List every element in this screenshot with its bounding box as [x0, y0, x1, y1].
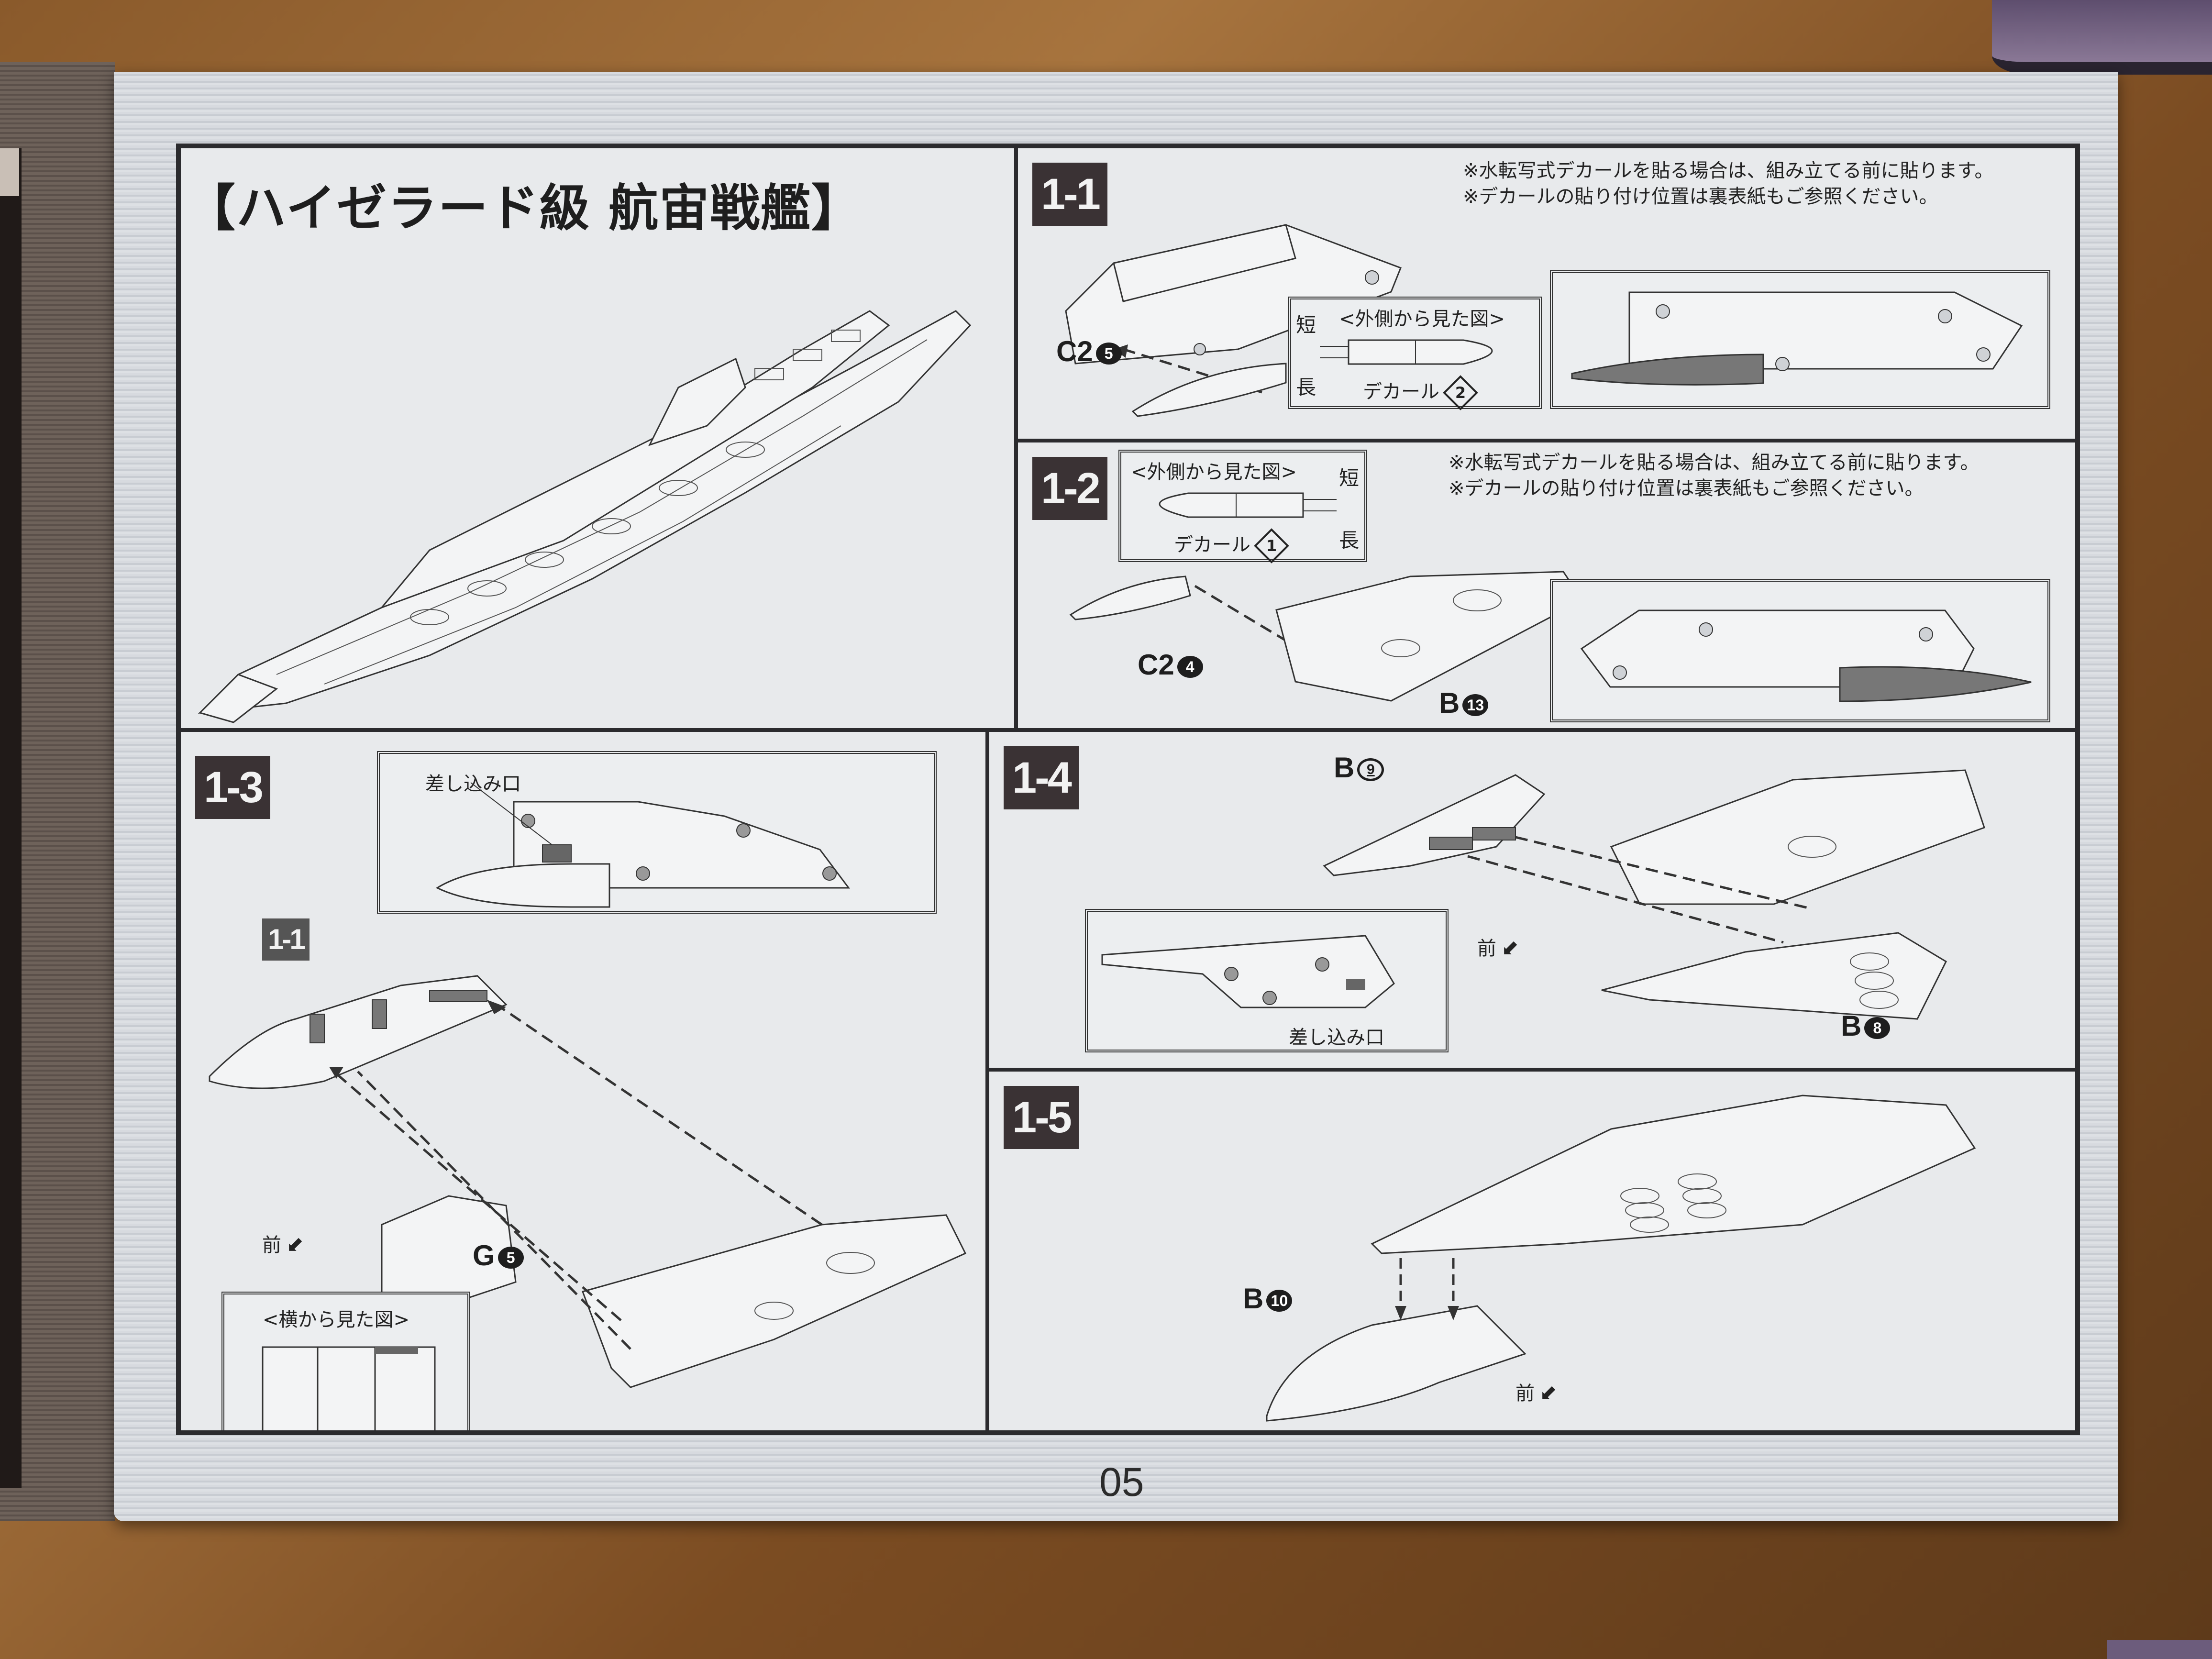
step-badge: 1-2	[1032, 457, 1107, 520]
decal-note-2: ※デカールの貼り付け位置は裏表紙もご参照ください。	[1463, 186, 1938, 208]
insertion-port-drawing	[1097, 926, 1442, 1022]
side-view-inset: <横から見た図> 前⬅	[221, 1292, 470, 1430]
assembly-drawing	[1315, 751, 2061, 1057]
frame-part-drawing	[1056, 206, 1420, 407]
sub-step-badge: 1-1	[262, 918, 310, 961]
arrow-down-left-icon: ⬋	[286, 1232, 304, 1257]
title-panel: 【ハイゼラード級 航宙戦艦】	[181, 148, 1018, 732]
side-view-caption: <横から見た図>	[263, 1309, 410, 1331]
arrow-down-left-icon: ⬋	[1501, 936, 1519, 960]
missile-part	[1133, 364, 1286, 416]
short-label: 短	[1296, 313, 1316, 337]
part-b10	[1267, 1306, 1525, 1421]
decal-note-1: ※水転写式デカールを貼る場合は、組み立てる前に貼ります。	[1463, 160, 1994, 182]
decal-number-diamond: 2	[1443, 375, 1478, 410]
decal-missile-drawing	[1131, 486, 1337, 524]
step-1-5-panel: 1-5	[985, 1068, 2075, 1430]
hull-upper	[1611, 770, 1984, 904]
step-1-3-panel: 1-3 差し込み口 1-1	[181, 728, 989, 1430]
previous-page-edge	[0, 62, 115, 1521]
part-b9	[1324, 775, 1544, 875]
step-1-1-panel: 1-1 ※水転写式デカールを貼る場合は、組み立てる前に貼ります。 ※デカールの貼…	[1014, 148, 2075, 442]
insertion-port-label: 差し込み口	[1289, 1027, 1384, 1049]
decal-note-1: ※水転写式デカールを貼る場合は、組み立てる前に貼ります。	[1449, 452, 1980, 474]
hull-piece	[583, 1215, 965, 1387]
front-direction-indicator: 前⬋	[1515, 1381, 1557, 1405]
insertion-port-drawing	[428, 792, 906, 907]
insertion-port-inset: 差し込み口	[1085, 909, 1449, 1052]
previous-page-tab	[0, 148, 19, 196]
background-cloth-corner	[2107, 1640, 2212, 1659]
shaded-missile	[1840, 667, 2031, 701]
background-cloth	[1992, 0, 2212, 75]
arrow-down-left-icon: ⬋	[1539, 1381, 1557, 1405]
assembled-view-inset	[1550, 579, 2050, 722]
instruction-page: 【ハイゼラード級 航宙戦艦】	[114, 72, 2118, 1521]
step-badge: 1-4	[1004, 746, 1079, 809]
long-label: 長	[1339, 529, 1360, 552]
step-badge: 1-5	[1004, 1086, 1079, 1149]
assembly-drawing	[1228, 1086, 2070, 1430]
instruction-frame: 【ハイゼラード級 航宙戦艦】	[176, 144, 2080, 1435]
page-title: 【ハイゼラード級 航宙戦艦】	[186, 178, 863, 237]
inset-caption: <外側から見た図>	[1339, 308, 1505, 330]
shaded-missile	[1572, 354, 1763, 385]
assembled-view-inset	[1550, 270, 2050, 409]
side-view-drawing	[258, 1342, 440, 1430]
front-direction-indicator: 前⬋	[262, 1232, 304, 1257]
assembled-frame-drawing	[1562, 591, 2041, 716]
short-label: 短	[1339, 466, 1360, 490]
assembled-frame-drawing	[1562, 283, 2041, 402]
battleship-illustration	[181, 244, 1018, 732]
assembly-drawing	[200, 957, 965, 1430]
decal-missile-drawing	[1320, 333, 1530, 371]
inset-caption: <外側から見た図>	[1131, 461, 1297, 483]
step-badge: 1-3	[195, 756, 270, 819]
hull-assembly	[1372, 1095, 1975, 1253]
front-direction-indicator: 前⬋	[1477, 936, 1519, 960]
missile-part	[1071, 576, 1190, 619]
step-badge: 1-1	[1032, 163, 1107, 226]
ship-bridge-tower	[650, 359, 745, 445]
long-label: 長	[1296, 376, 1316, 399]
ship-upper-deck	[382, 311, 889, 608]
ship-prow	[200, 675, 276, 722]
insertion-port-inset: 差し込み口	[377, 751, 937, 914]
part-b8	[1602, 933, 1946, 1019]
previous-page-border	[0, 148, 22, 1488]
page-number: 05	[1099, 1460, 1144, 1504]
decal-note-2: ※デカールの貼り付け位置は裏表紙もご参照ください。	[1449, 477, 1924, 499]
frame-1-1	[210, 976, 506, 1088]
